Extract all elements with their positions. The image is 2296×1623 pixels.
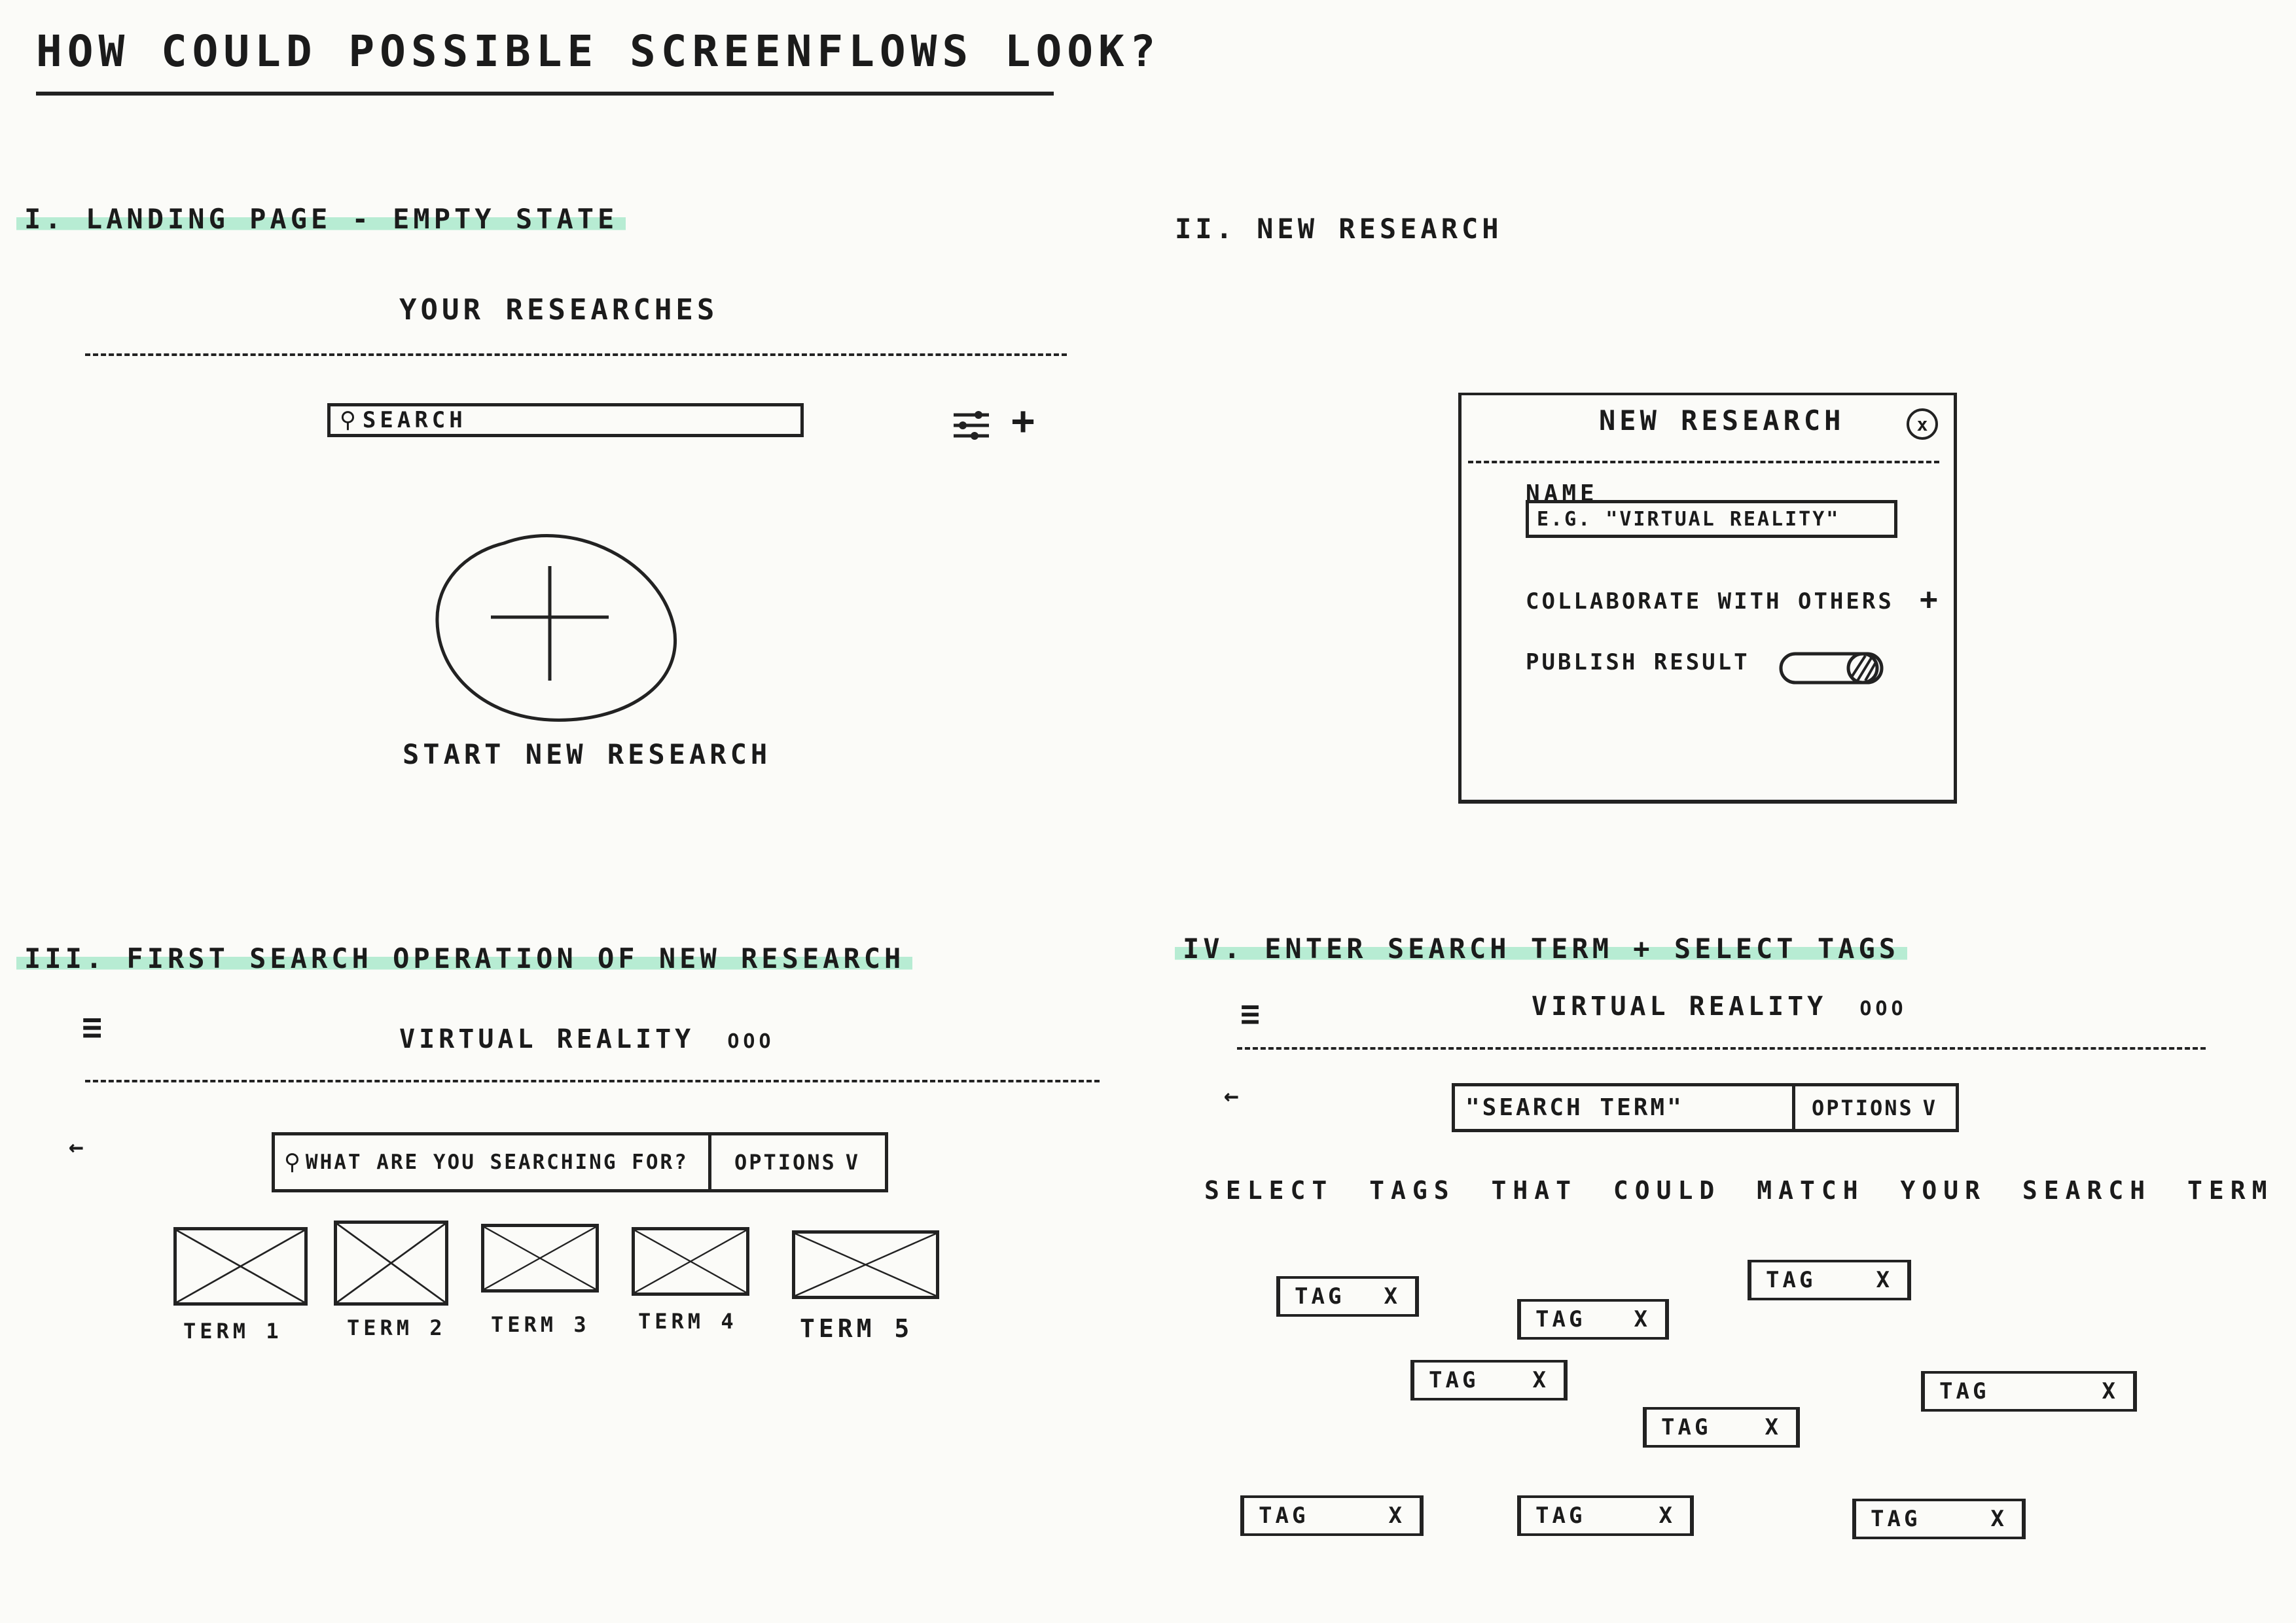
header-divider [85, 1080, 1100, 1082]
image-placeholder-icon [795, 1234, 936, 1296]
options-label: OPTIONS [1811, 1095, 1914, 1120]
menu-icon[interactable]: ≡ [1240, 995, 1265, 1033]
plus-circle-icon [435, 534, 677, 722]
term-2-thumbnail[interactable] [334, 1221, 448, 1306]
close-icon[interactable]: X [1634, 1306, 1651, 1332]
back-arrow-icon[interactable]: ← [69, 1132, 88, 1161]
image-placeholder-icon [337, 1224, 445, 1302]
search-placeholder: WHAT ARE YOU SEARCHING FOR? [305, 1150, 689, 1174]
options-label: OPTIONS [734, 1150, 836, 1175]
dialog-title: NEW RESEARCH [1599, 404, 1845, 437]
close-icon[interactable]: X [1384, 1283, 1401, 1310]
collaborate-add-icon[interactable]: + [1920, 581, 1942, 616]
publish-label: PUBLISH RESULT [1526, 649, 1750, 675]
publish-toggle[interactable] [1779, 651, 1884, 686]
more-icon[interactable]: ooo [727, 1030, 775, 1053]
title-underline [36, 92, 1054, 96]
section-2-heading: II. NEW RESEARCH [1175, 213, 1503, 245]
screen-title-virtual-reality: VIRTUAL REALITY ooo [1532, 991, 1907, 1022]
more-icon[interactable]: ooo [1859, 997, 1907, 1020]
header-divider [85, 353, 1067, 356]
collaborate-label: COLLABORATE WITH OTHERS [1526, 588, 1894, 615]
chevron-down-icon: V [1922, 1095, 1940, 1120]
term-1-thumbnail[interactable] [173, 1227, 308, 1306]
name-field[interactable]: E.G. "VIRTUAL REALITY" [1526, 500, 1897, 538]
term-3-label: TERM 3 [491, 1312, 590, 1337]
screen-title-virtual-reality: VIRTUAL REALITY ooo [399, 1024, 775, 1054]
options-dropdown[interactable]: OPTIONS V [1795, 1096, 1956, 1120]
search-bar: ⚲ WHAT ARE YOU SEARCHING FOR? OPTIONS V [272, 1132, 888, 1192]
image-placeholder-icon [177, 1230, 304, 1302]
search-bar: "SEARCH TERM" OPTIONS V [1452, 1083, 1959, 1132]
term-5-label: TERM 5 [800, 1314, 914, 1343]
sliders-icon[interactable] [952, 406, 990, 444]
image-placeholder-icon [635, 1230, 746, 1293]
close-icon[interactable]: X [1659, 1503, 1676, 1529]
dialog-divider [1468, 461, 1939, 463]
name-placeholder: E.G. "VIRTUAL REALITY" [1537, 507, 1840, 531]
section-1-heading: I. LANDING PAGE - EMPTY STATE [16, 203, 626, 235]
back-arrow-icon[interactable]: ← [1224, 1081, 1243, 1110]
close-icon[interactable]: x [1907, 408, 1938, 440]
search-input[interactable]: ⚲ SEARCH [327, 403, 804, 437]
new-research-dialog: NEW RESEARCH x NAME E.G. "VIRTUAL REALIT… [1458, 393, 1957, 804]
menu-icon[interactable]: ≡ [82, 1008, 107, 1047]
search-value: "SEARCH TERM" [1465, 1094, 1684, 1121]
close-icon[interactable]: X [1532, 1367, 1549, 1393]
search-input[interactable]: ⚲ WHAT ARE YOU SEARCHING FOR? [275, 1135, 711, 1189]
close-icon[interactable]: X [1388, 1503, 1405, 1529]
term-5-thumbnail[interactable] [792, 1230, 939, 1299]
toggle-switch-icon [1779, 652, 1884, 685]
search-icon: ⚲ [284, 1149, 300, 1175]
search-input[interactable]: "SEARCH TERM" [1455, 1086, 1795, 1129]
close-icon[interactable]: X [1990, 1506, 2007, 1532]
start-new-research-label: START NEW RESEARCH [403, 738, 772, 770]
chevron-down-icon: V [845, 1150, 863, 1175]
term-4-thumbnail[interactable] [632, 1227, 749, 1296]
screen-title-your-researches: YOUR RESEARCHES [399, 293, 719, 327]
close-icon[interactable]: X [1765, 1414, 1782, 1440]
section-3-heading: III. FIRST SEARCH OPERATION OF NEW RESEA… [16, 942, 913, 974]
start-new-research-button[interactable] [425, 524, 687, 726]
search-placeholder: SEARCH [362, 407, 467, 433]
close-icon[interactable]: X [1876, 1267, 1893, 1293]
term-4-label: TERM 4 [638, 1309, 738, 1334]
add-icon[interactable]: + [1011, 398, 1039, 444]
header-divider [1237, 1047, 2206, 1050]
page-title: HOW COULD POSSIBLE SCREENFLOWS LOOK? [36, 26, 1161, 77]
term-2-label: TERM 2 [347, 1315, 446, 1340]
options-dropdown[interactable]: OPTIONS V [711, 1150, 885, 1175]
term-3-thumbnail[interactable] [481, 1224, 599, 1293]
image-placeholder-icon [484, 1227, 596, 1289]
search-icon: ⚲ [340, 407, 356, 433]
close-icon[interactable]: X [2102, 1378, 2119, 1404]
section-4-heading: IV. ENTER SEARCH TERM + SELECT TAGS [1175, 933, 1908, 965]
term-1-label: TERM 1 [183, 1319, 283, 1344]
select-tags-prompt: SELECT TAGS THAT COULD MATCH YOUR SEARCH… [1204, 1176, 2274, 1205]
